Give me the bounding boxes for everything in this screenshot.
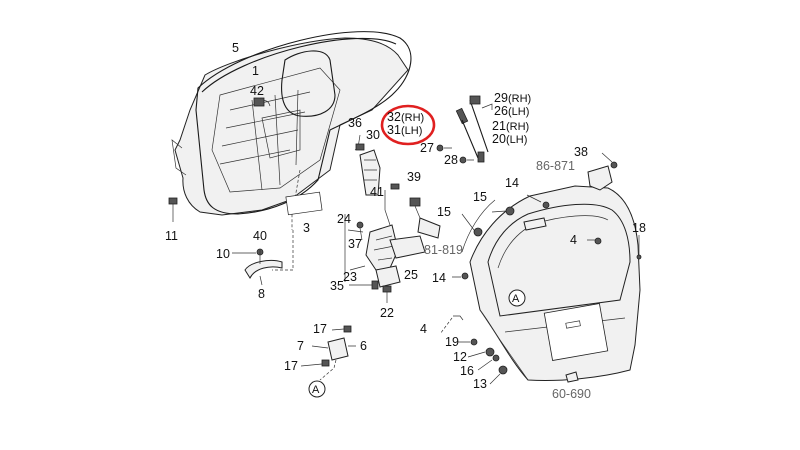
part-11-screw: [168, 197, 178, 222]
label-23: 23: [343, 270, 357, 284]
label-26-side: (LH): [508, 106, 529, 118]
label-15-a: 15: [437, 205, 451, 219]
ref-a-label-2: A: [512, 293, 520, 305]
label-3: 3: [303, 221, 310, 235]
label-21-side: (RH): [506, 121, 529, 133]
ref-81-819: 81-819: [424, 243, 463, 257]
label-22: 22: [380, 306, 394, 320]
grip-handle-assembly: [232, 230, 294, 286]
label-6: 6: [360, 339, 367, 353]
label-36: 36: [348, 116, 362, 130]
label-39: 39: [407, 170, 421, 184]
ref-60-690: 60-690: [552, 387, 591, 401]
label-10: 10: [216, 247, 230, 261]
label-32: 32: [387, 110, 401, 124]
tailgate-outer: [452, 152, 642, 385]
label-1: 1: [252, 64, 259, 78]
label-21: 21: [492, 119, 506, 133]
label-13: 13: [473, 377, 487, 391]
label-30: 30: [366, 128, 380, 142]
label-17-a: 17: [313, 322, 327, 336]
label-24: 24: [337, 212, 351, 226]
label-40: 40: [253, 229, 267, 243]
part-labels: 5 1 42 11 3 10 40 8 36 30 32 (RH) 31 (LH…: [165, 41, 646, 401]
label-28: 28: [444, 153, 458, 167]
label-20-side: (LH): [506, 134, 527, 146]
ref-a-label-1: A: [312, 384, 320, 396]
label-8: 8: [258, 287, 265, 301]
latch-actuator-assembly: [344, 134, 441, 303]
label-31-side: (LH): [401, 125, 422, 137]
ref-86-871: 86-871: [536, 159, 575, 173]
label-19: 19: [445, 335, 459, 349]
label-20: 20: [492, 132, 506, 146]
label-31: 31: [387, 123, 401, 137]
label-14-b: 14: [432, 271, 446, 285]
ref-circle-a: [308, 289, 526, 398]
label-4-b: 4: [420, 322, 427, 336]
label-37: 37: [348, 237, 362, 251]
label-18: 18: [632, 221, 646, 235]
label-25: 25: [404, 268, 418, 282]
label-14-a: 14: [505, 176, 519, 190]
label-15-b: 15: [473, 190, 487, 204]
tailgate-trim-panel: [171, 31, 412, 230]
label-42: 42: [250, 84, 264, 98]
gas-strut-lifters: [436, 95, 493, 164]
label-38: 38: [574, 145, 588, 159]
label-27: 27: [420, 141, 434, 155]
highlight-circle: [380, 104, 436, 146]
label-26: 26: [494, 104, 508, 118]
label-29-side: (RH): [508, 93, 531, 105]
label-12: 12: [453, 350, 467, 364]
label-11: 11: [165, 229, 178, 243]
label-7: 7: [297, 339, 304, 353]
label-29: 29: [494, 91, 508, 105]
label-41: 41: [370, 185, 384, 199]
hinge-bracket: [300, 317, 453, 381]
label-17-b: 17: [284, 359, 298, 373]
label-5: 5: [232, 41, 239, 55]
label-16: 16: [460, 364, 474, 378]
label-4-a: 4: [570, 233, 577, 247]
label-32-side: (RH): [401, 112, 424, 124]
label-35: 35: [330, 279, 344, 293]
